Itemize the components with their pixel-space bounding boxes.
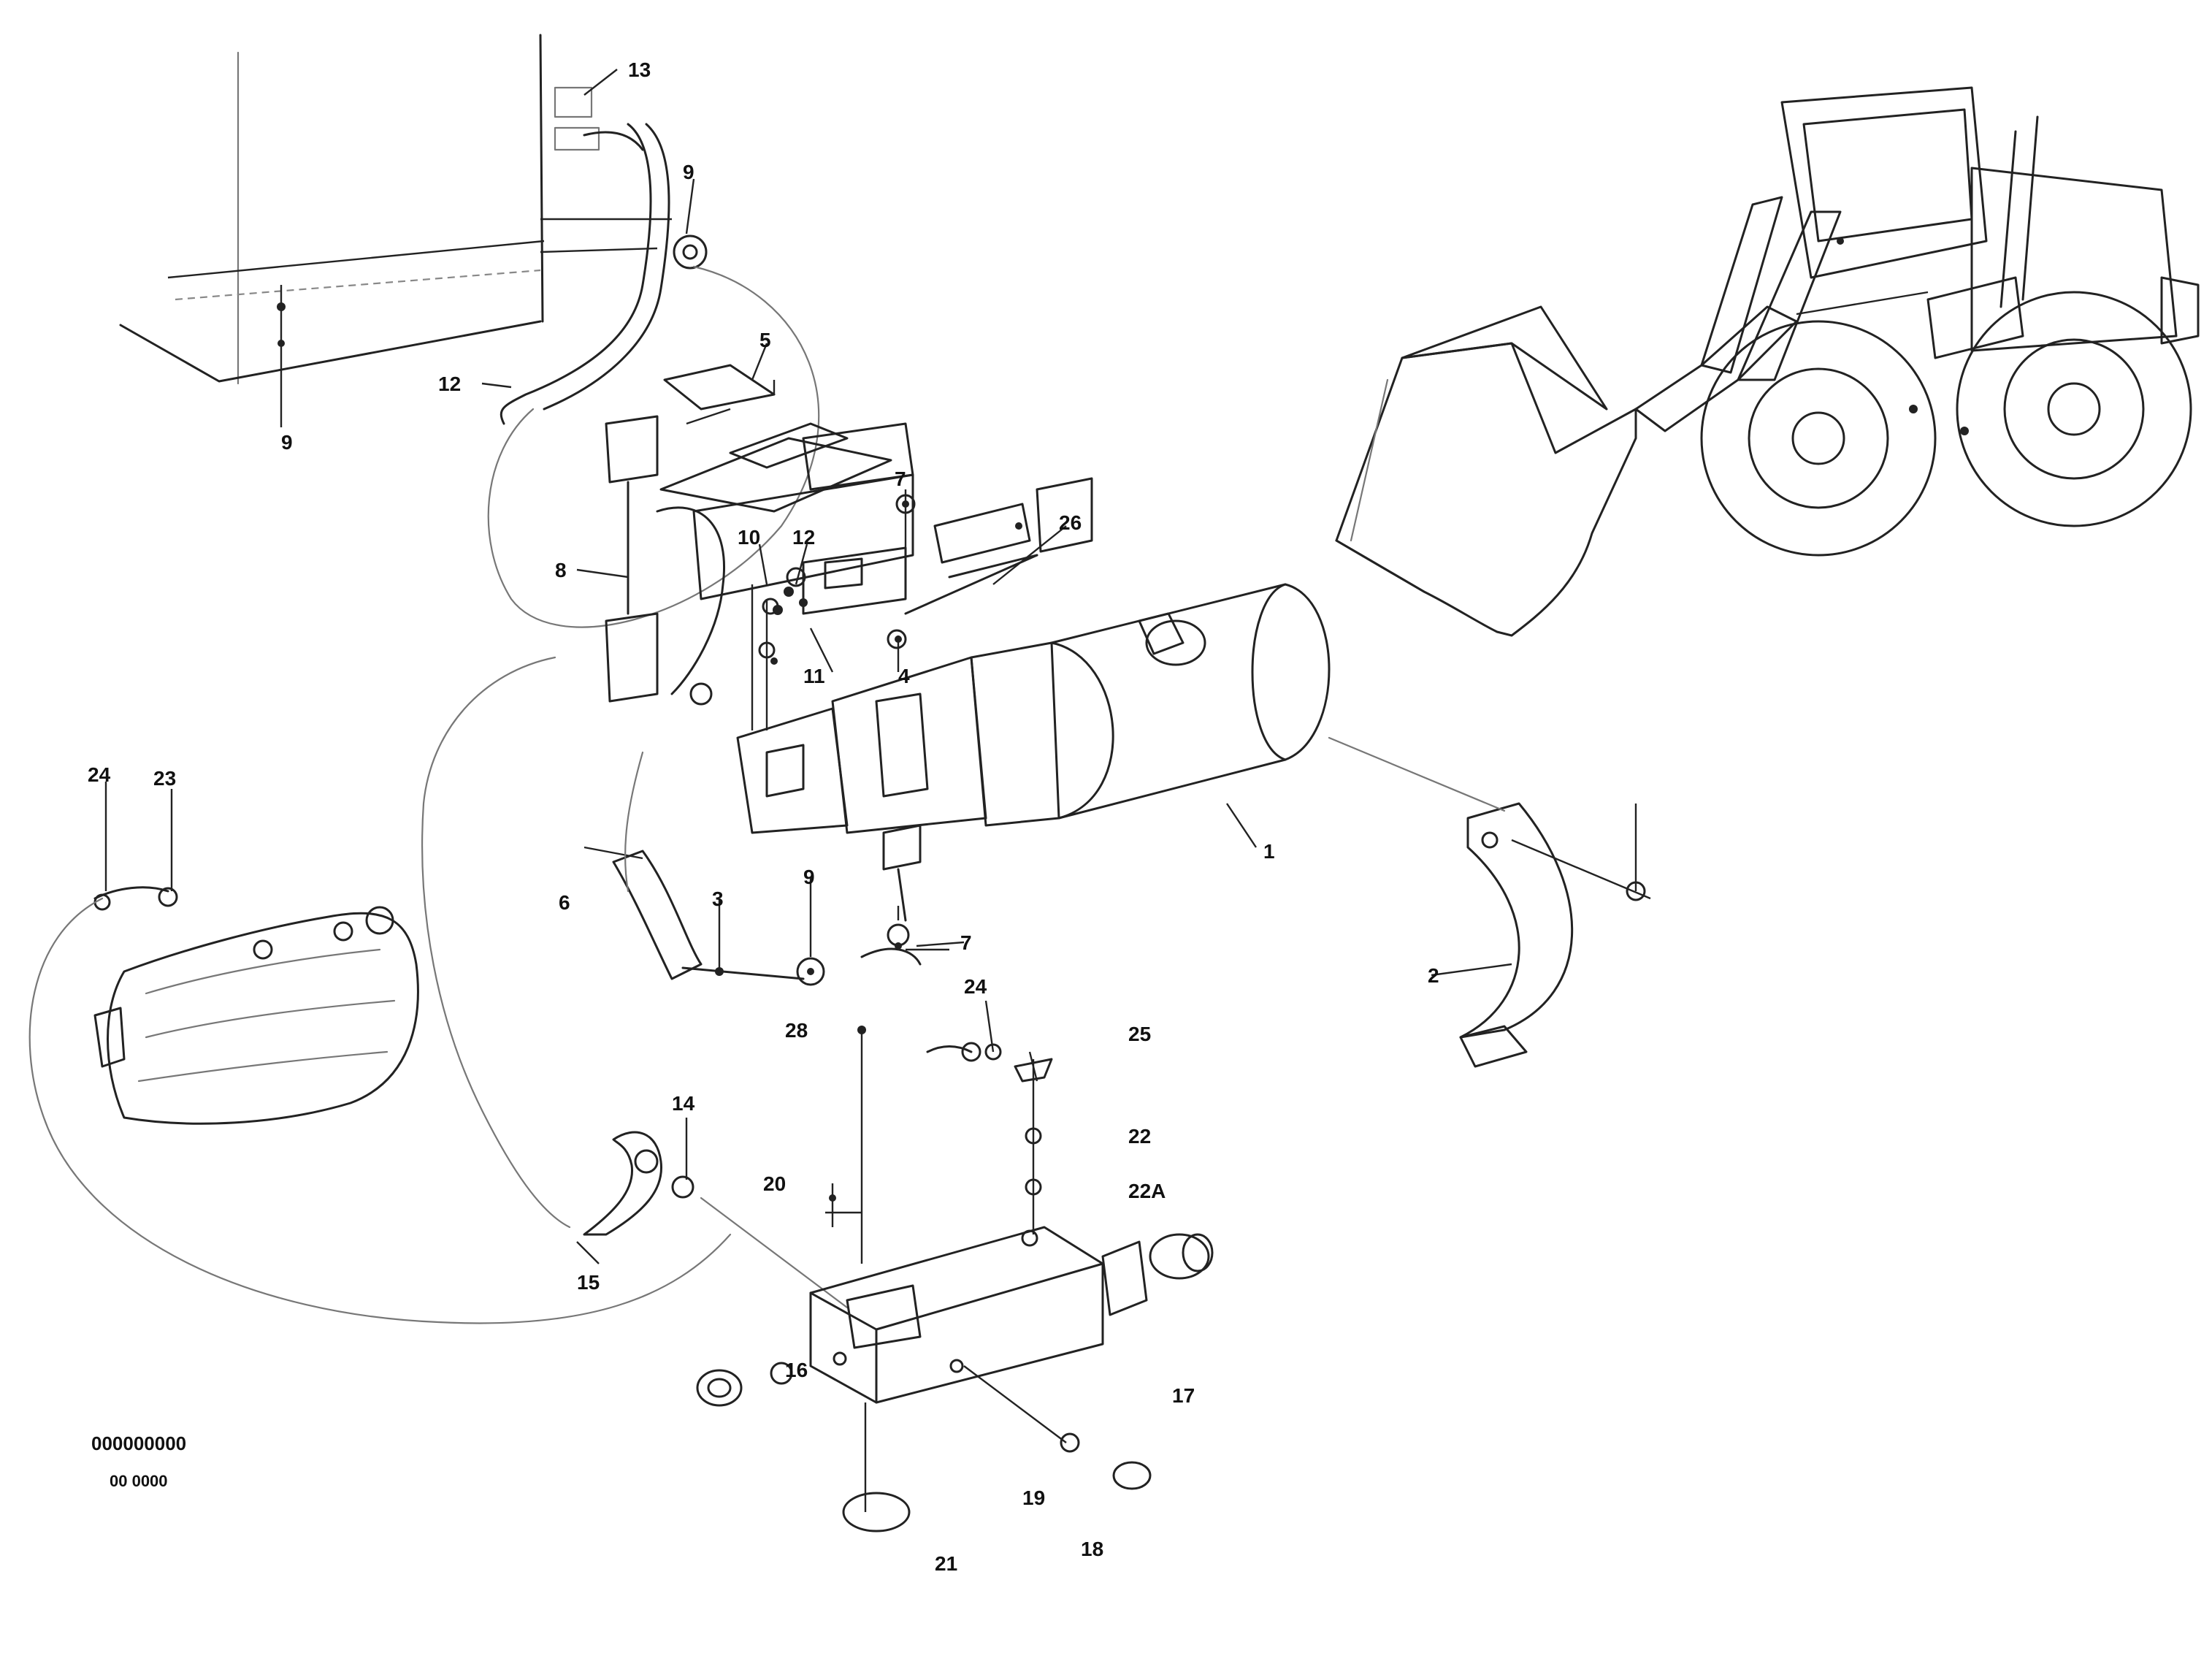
callout-23: 23 — [153, 767, 176, 790]
callout-7-mid: 7 — [895, 467, 906, 490]
hydraulic-pump — [736, 583, 1331, 922]
callout-12-mid: 12 — [792, 526, 815, 549]
callout-13: 13 — [628, 58, 651, 81]
mounting-bracket-right — [1328, 736, 1651, 1068]
cab-floor-panel — [119, 34, 708, 425]
callout-22: 22 — [1128, 1125, 1151, 1148]
callout-4: 4 — [898, 665, 910, 687]
pipe-routing-curve-mid — [421, 656, 571, 1229]
callout-5: 5 — [759, 329, 771, 351]
callout-28: 28 — [785, 1019, 808, 1042]
callout-12-top: 12 — [438, 373, 461, 395]
callout-20: 20 — [763, 1172, 786, 1195]
callout-18: 18 — [1081, 1538, 1103, 1560]
callout-19: 19 — [1022, 1486, 1045, 1509]
pipe-routing-loop-left — [28, 897, 732, 1324]
callout-3: 3 — [712, 888, 724, 910]
flange-and-hose-lower — [583, 846, 965, 986]
callout-9-low: 9 — [803, 866, 815, 888]
callout-11: 11 — [803, 665, 825, 687]
callout-24-right: 24 — [964, 975, 987, 998]
callout-6: 6 — [559, 891, 570, 914]
left-motor-unit — [93, 782, 419, 1125]
callout-24-left: 24 — [88, 763, 111, 786]
callout-17: 17 — [1172, 1384, 1195, 1407]
callout-15: 15 — [577, 1271, 600, 1294]
reference-code-sub: 00 0000 — [110, 1472, 168, 1490]
callout-9-top: 9 — [683, 161, 694, 183]
callout-10: 10 — [738, 526, 760, 549]
wheel-loader-illustration — [1335, 86, 2200, 637]
pipe-routing-loop — [487, 265, 820, 628]
callout-26: 26 — [1059, 511, 1082, 534]
callout-1: 1 — [1263, 840, 1275, 863]
callout-21: 21 — [935, 1552, 957, 1575]
callout-22A: 22A — [1128, 1180, 1166, 1202]
callout-2: 2 — [1428, 964, 1439, 987]
callout-leaders — [280, 69, 1257, 951]
curved-pipe-lower-left — [576, 1118, 849, 1309]
callout-9-left: 9 — [281, 431, 293, 454]
valve-block — [696, 1000, 1214, 1533]
reference-code: 000000000 00 0000 — [91, 1432, 186, 1490]
callout-labels: 13 9 5 12 9 8 10 12 26 7 11 4 6 3 9 7 24… — [88, 58, 1439, 1575]
callout-8: 8 — [555, 559, 567, 581]
callout-14: 14 — [672, 1092, 695, 1115]
callout-7-low: 7 — [960, 931, 972, 954]
callout-16: 16 — [785, 1359, 808, 1381]
reference-code-main: 000000000 — [91, 1432, 186, 1454]
pump-bracket-assembly — [605, 364, 1093, 730]
pipe-center-down — [624, 751, 644, 893]
callout-25: 25 — [1128, 1023, 1151, 1045]
